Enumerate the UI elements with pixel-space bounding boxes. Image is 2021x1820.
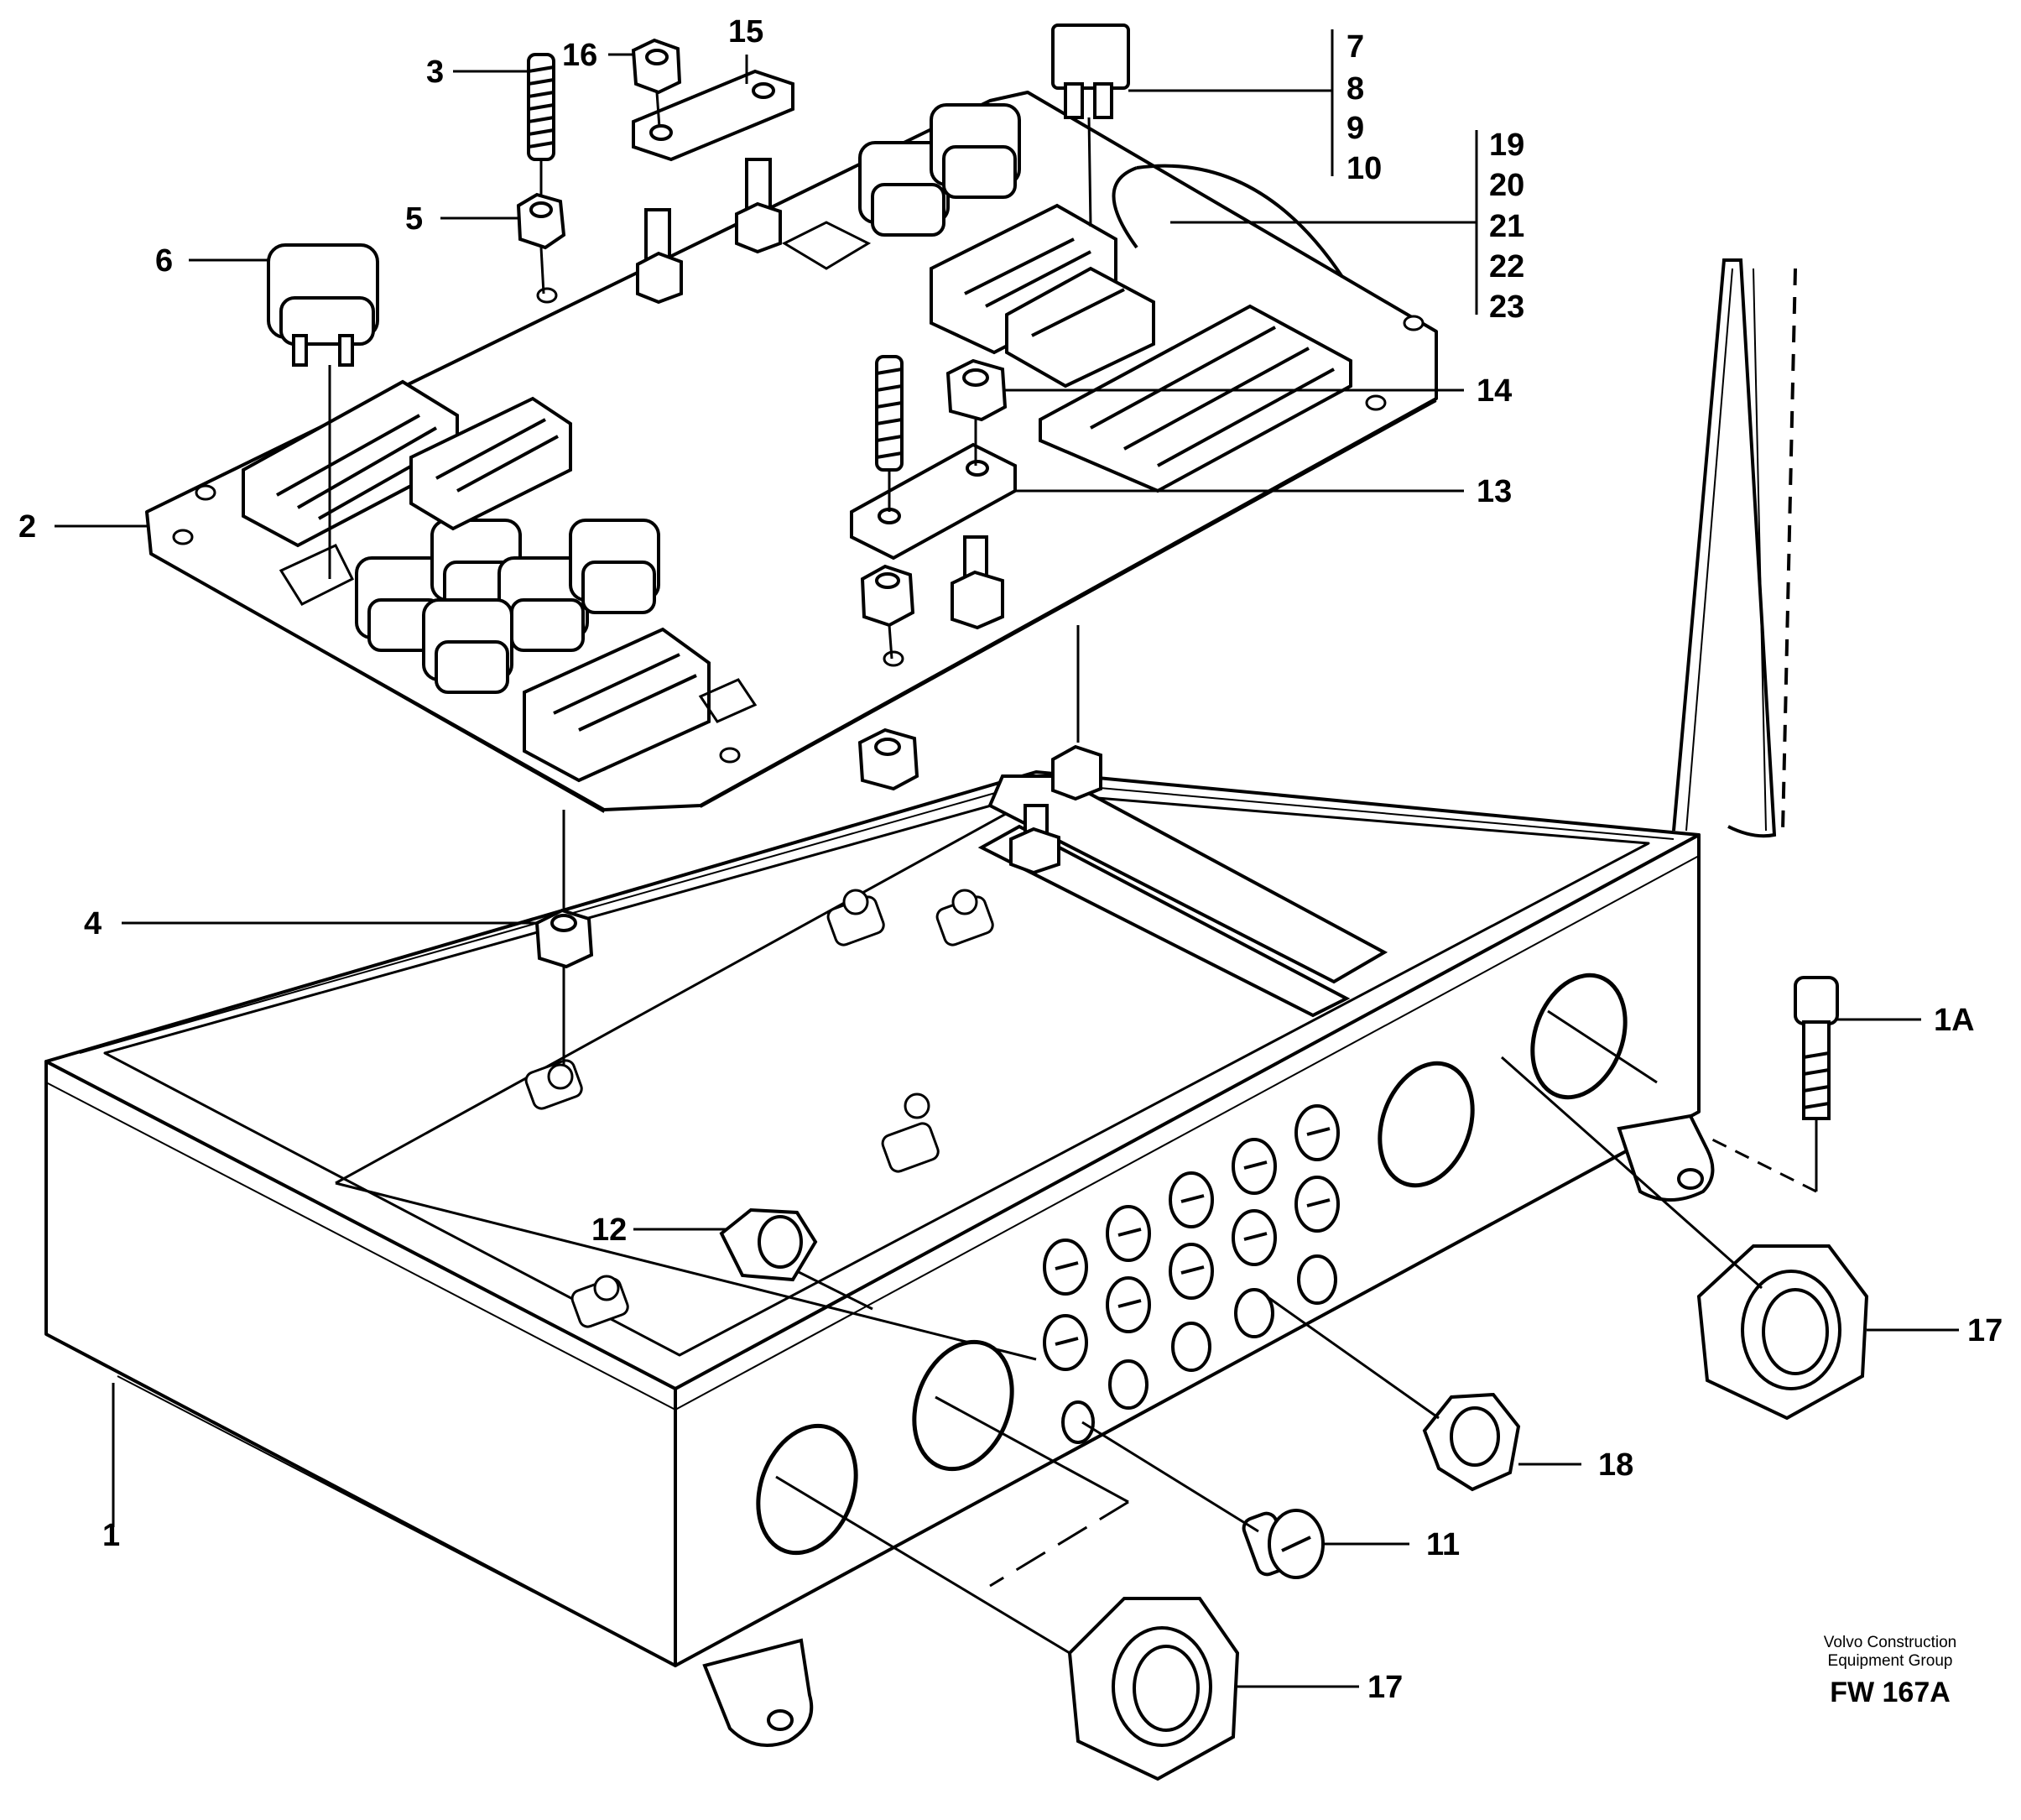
leader-lines [55, 29, 1959, 1688]
large-hole [1530, 973, 1628, 1100]
blade-fuse [1051, 23, 1130, 119]
flange-nut [945, 358, 1008, 422]
credit-company: Volvo Construction [1824, 1634, 1956, 1651]
callout-12: 12 [591, 1212, 627, 1248]
large-hole [912, 1339, 1014, 1472]
callout-20: 20 [1489, 168, 1524, 203]
credit-block: Volvo Construction Equipment Group FW 16… [1824, 1634, 1956, 1708]
stud [875, 355, 904, 472]
clamp-plate [850, 442, 1017, 561]
mounting-feet [702, 1113, 1715, 1747]
large-hole [1378, 1061, 1475, 1188]
drawing-code: FW 167A [1830, 1677, 1951, 1708]
relay [930, 103, 1021, 199]
credit-group: Equipment Group [1828, 1652, 1953, 1670]
fuse-holder-block [409, 396, 572, 531]
large-hole [756, 1423, 858, 1556]
flange-nut [516, 192, 566, 250]
relay [569, 519, 660, 614]
flange-nut [534, 908, 594, 969]
callout-21: 21 [1489, 209, 1524, 244]
callout-23: 23 [1489, 289, 1524, 325]
cable-entry-holes [756, 973, 1628, 1556]
callout-10: 10 [1346, 151, 1382, 186]
board-markings [279, 221, 872, 723]
callout-4: 4 [84, 906, 102, 941]
callout-17: 17 [1367, 1670, 1403, 1705]
bolt [735, 158, 782, 254]
flange-nut [631, 38, 682, 95]
fuse-holder-block [1005, 266, 1155, 389]
callout-11: 11 [1426, 1527, 1460, 1562]
callout-9: 9 [1346, 111, 1364, 146]
callout-22: 22 [1489, 249, 1524, 284]
fasteners [267, 23, 1869, 1781]
box-lid [1672, 258, 1797, 838]
hex-nut [719, 1207, 818, 1282]
callout-8: 8 [1346, 71, 1364, 107]
callout-17: 17 [1967, 1313, 2003, 1348]
hex-nut [1422, 1392, 1521, 1492]
fuse-holder-block [242, 379, 459, 548]
clamp-plate [632, 69, 794, 162]
plug [1242, 1509, 1325, 1579]
relays [355, 103, 1021, 694]
bolt [951, 535, 1004, 630]
callout-7: 7 [1346, 29, 1364, 65]
grommet-grid [1043, 1104, 1340, 1444]
cap-screw [1794, 976, 1839, 1120]
relay-exploded [267, 243, 379, 367]
flange-nut [857, 727, 919, 791]
din-rail [977, 774, 1388, 1018]
callout-14: 14 [1477, 373, 1512, 409]
callout-15: 15 [728, 14, 763, 50]
floor-weld-nuts [524, 889, 994, 1328]
callout-1: 1 [102, 1518, 120, 1553]
relay [422, 598, 513, 694]
callout-16: 16 [562, 38, 597, 73]
callout-3: 3 [426, 55, 444, 90]
callout-5: 5 [405, 201, 423, 237]
callout-19: 19 [1489, 128, 1524, 163]
callout-1a: 1A [1934, 1003, 1975, 1038]
callout-18: 18 [1598, 1447, 1633, 1483]
board-connectors [523, 164, 1352, 783]
callout-labels: 1 1A 2 3 4 5 6 7 8 9 10 11 12 13 14 15 1… [18, 14, 2003, 1705]
large-hex-nut [1696, 1244, 1869, 1421]
bolt [1009, 744, 1102, 875]
bolt [636, 208, 683, 305]
relay [497, 556, 589, 652]
callout-2: 2 [18, 509, 36, 545]
flange-nut [860, 564, 915, 628]
callout-6: 6 [155, 243, 173, 279]
alignment-lines [328, 91, 1818, 1655]
fuse-holders [242, 203, 1155, 548]
large-hex-nut [1067, 1597, 1240, 1781]
stud [527, 53, 555, 161]
callout-13: 13 [1477, 474, 1512, 509]
